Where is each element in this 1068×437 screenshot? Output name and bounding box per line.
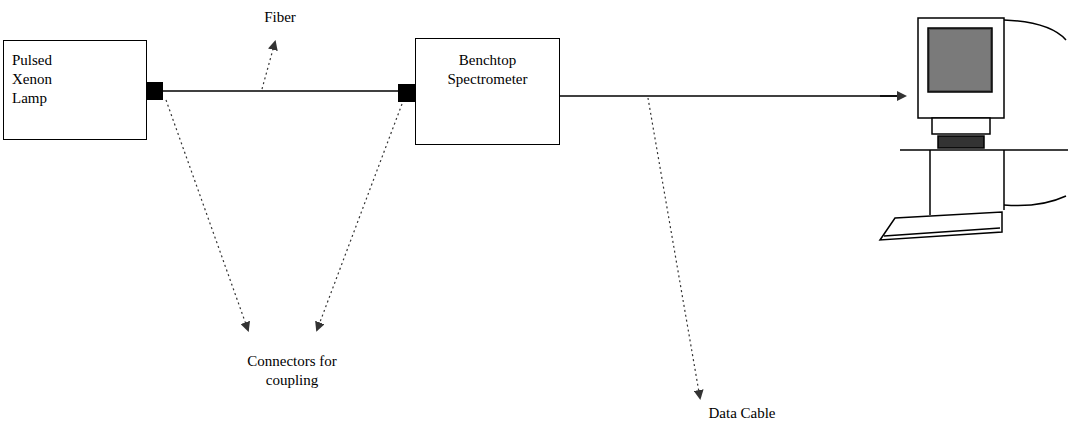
leader-line bbox=[317, 104, 402, 330]
fiber-connector bbox=[147, 82, 163, 100]
fiber-label: Fiber bbox=[248, 8, 312, 27]
spectrometer-box: Benchtop Spectrometer bbox=[415, 38, 560, 145]
computer-icon bbox=[880, 18, 1068, 240]
box-text: Benchtop Spectrometer bbox=[438, 51, 538, 89]
leader-line bbox=[648, 98, 700, 398]
lamp-box: Pulsed Xenon Lamp bbox=[3, 40, 147, 140]
fiber-connector bbox=[398, 84, 415, 102]
box-text: Pulsed Xenon Lamp bbox=[12, 51, 82, 107]
cable-label: Data Cable bbox=[690, 404, 794, 423]
connector-label: Connectors for coupling bbox=[225, 352, 359, 390]
data-cable bbox=[560, 95, 905, 97]
fiber-line bbox=[147, 90, 415, 92]
leader-line bbox=[166, 100, 248, 330]
cable-arrow bbox=[880, 95, 905, 97]
leader-line bbox=[262, 42, 275, 89]
